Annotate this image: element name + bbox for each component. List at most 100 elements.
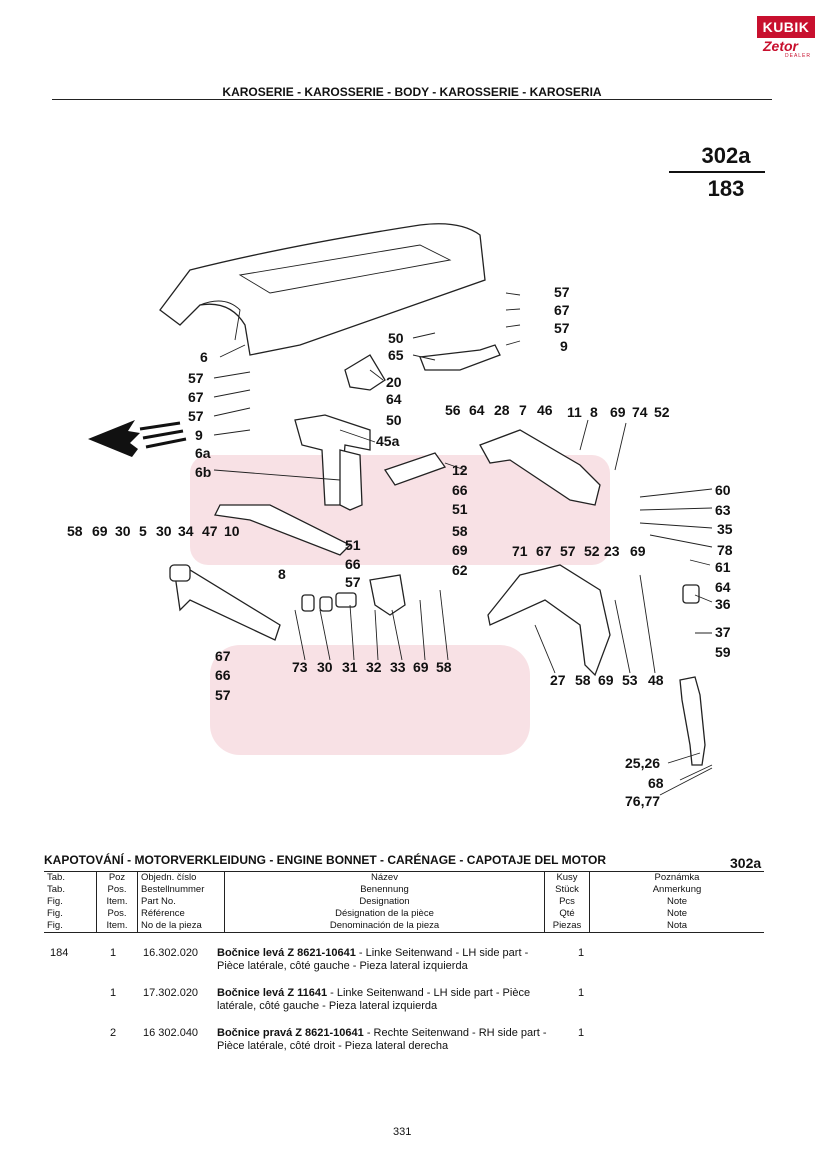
- row-description: Bočnice pravá Z 8621-10641 - Rechte Seit…: [217, 1027, 547, 1052]
- header-line: Fig.: [47, 920, 63, 931]
- callout-label: 67: [554, 302, 570, 318]
- callout-label: 12: [452, 462, 468, 478]
- page-number: 331: [393, 1126, 412, 1138]
- callout-label: 9: [560, 338, 568, 354]
- callout-label: 66: [215, 667, 231, 683]
- leader-lines: [213, 292, 713, 796]
- callout-label: 66: [345, 556, 361, 572]
- header-line: Kusy: [556, 872, 578, 883]
- header-line: Piezas: [552, 920, 582, 931]
- callout-label: 5: [139, 523, 147, 539]
- callout-label: 69: [452, 542, 468, 558]
- callout-label: 10: [224, 523, 240, 539]
- callout-label: 67: [215, 648, 231, 664]
- header-line: Note: [666, 896, 688, 907]
- header-line: Bestellnummer: [141, 884, 205, 895]
- page-code-bottom: 183: [707, 176, 745, 201]
- logo-sub: Zetor: [763, 38, 798, 54]
- header-line: Item.: [106, 896, 128, 907]
- callout-label: 58: [452, 523, 468, 539]
- callout-label: 57: [554, 320, 570, 336]
- logo-brand: KUBIK: [757, 16, 815, 38]
- header-divider: [52, 99, 772, 100]
- header-line: Stück: [555, 884, 579, 895]
- header-line: Désignation de la pièce: [335, 908, 434, 919]
- header-line: Qté: [559, 908, 575, 919]
- logo-dealer: DEALER: [785, 53, 812, 59]
- header-line: Tab.: [47, 884, 65, 895]
- parts-rows: 184 1 16.302.020 Bočnice levá Z 8621-106…: [44, 947, 764, 1067]
- callout-label: 37: [715, 624, 731, 640]
- header-line: Tab.: [47, 872, 65, 883]
- callout-label: 61: [715, 559, 731, 575]
- callout-label: 32: [366, 659, 382, 675]
- callout-label: 11: [567, 404, 582, 420]
- header-line: Part No.: [141, 896, 176, 907]
- callout-label: 71: [512, 543, 528, 559]
- callout-label: 58: [436, 659, 452, 675]
- callout-label: 31: [342, 659, 358, 675]
- callout-label: 47: [202, 523, 218, 539]
- callout-label: 67: [188, 389, 204, 405]
- callout-label: 34: [178, 523, 194, 539]
- header-line: Note: [666, 908, 688, 919]
- row-description: Bočnice levá Z 11641 - Linke Seitenwand …: [217, 987, 531, 1012]
- callout-label: 57: [554, 284, 570, 300]
- section-title: KAPOTOVÁNÍ - MOTORVERKLEIDUNG - ENGINE B…: [44, 853, 607, 867]
- header-line: Fig.: [47, 908, 63, 919]
- callout-label: 60: [715, 482, 731, 498]
- callout-label: 9: [195, 427, 203, 443]
- callout-label: 78: [717, 542, 733, 558]
- callout-label: 69: [630, 543, 646, 559]
- header-col-tab: Tab.Tab.Fig.Fig.Fig.: [44, 871, 97, 933]
- header-line: Pcs: [559, 896, 575, 907]
- row-pos: 1: [110, 947, 117, 959]
- row-pos: 2: [110, 1027, 117, 1039]
- callout-label: 7: [519, 402, 527, 418]
- callout-label: 63: [715, 502, 731, 518]
- header-line: Benennung: [360, 884, 409, 895]
- callout-label: 57: [560, 543, 576, 559]
- callout-label: 50: [386, 412, 402, 428]
- row-part-no: 16.302.020: [143, 947, 199, 959]
- callout-label: 35: [717, 521, 733, 537]
- row-part-no: 17.302.020: [143, 987, 199, 999]
- table-row: 184 1 16.302.020 Bočnice levá Z 8621-106…: [44, 947, 764, 987]
- callout-label: 30: [156, 523, 172, 539]
- header-line: Objedn. číslo: [141, 872, 197, 883]
- header-line: Item.: [106, 920, 128, 931]
- callout-label: 66: [452, 482, 468, 498]
- callout-label: 58: [575, 672, 591, 688]
- engine-bonnet: [159, 223, 486, 356]
- callout-label: 48: [648, 672, 664, 688]
- header-line: Pos.: [107, 884, 127, 895]
- callout-label: 45a: [376, 433, 400, 449]
- callout-label: 67: [536, 543, 552, 559]
- header-line: Fig.: [47, 896, 63, 907]
- header-line: Anmerkung: [652, 884, 702, 895]
- callout-label: 28: [494, 402, 510, 418]
- callout-label: 30: [317, 659, 333, 675]
- header-line: Pos.: [107, 908, 127, 919]
- callout-label: 6a: [195, 445, 211, 461]
- callout-label: 69: [413, 659, 429, 675]
- page-header-title: KAROSERIE - KAROSSERIE - BODY - KAROSSER…: [222, 85, 602, 99]
- callout-label: 57: [188, 370, 204, 386]
- callout-label: 57: [215, 687, 231, 703]
- callout-label: 56: [445, 402, 461, 418]
- header-line: Poz: [108, 872, 126, 883]
- callout-label: 69: [610, 404, 626, 420]
- row-pos: 1: [110, 987, 117, 999]
- callout-label: 8: [590, 404, 598, 420]
- callout-label: 33: [390, 659, 406, 675]
- callout-label: 76,77: [625, 793, 660, 809]
- row-qty: 1: [578, 947, 585, 959]
- callout-label: 68: [648, 775, 664, 791]
- callout-label: 58: [67, 523, 83, 539]
- header-line: Nota: [666, 920, 688, 931]
- header-line: Název: [371, 872, 398, 883]
- kubik-zetor-logo: KUBIK Zetor DEALER: [757, 16, 815, 60]
